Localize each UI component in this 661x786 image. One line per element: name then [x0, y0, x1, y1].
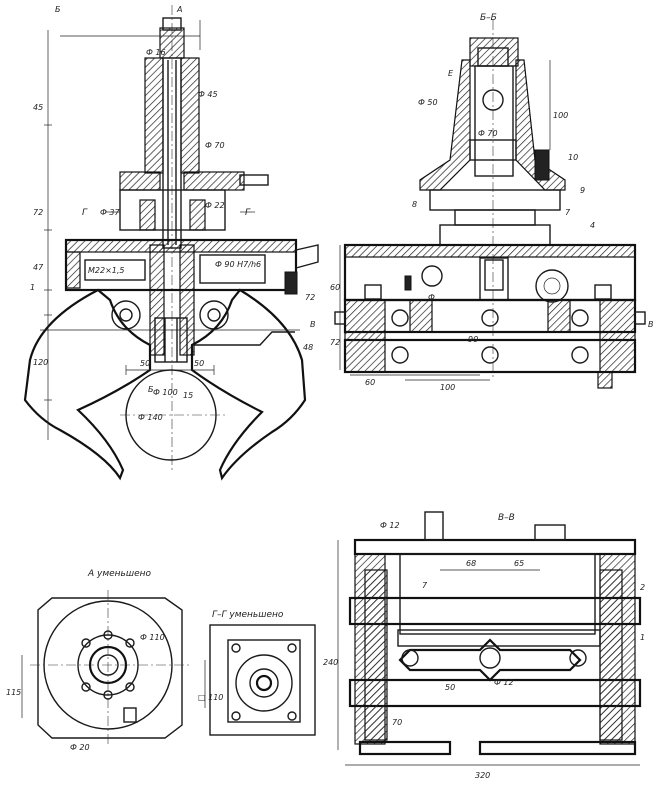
dim-phi-bb: Ф [428, 293, 435, 302]
dim-47: 47 [33, 263, 44, 272]
dim-phi45: Ф 45 [198, 90, 218, 99]
dim-65: 65 [514, 559, 524, 568]
dim-phi110-a: Ф 110 [140, 633, 165, 642]
dim-phi140: Ф 140 [138, 413, 163, 422]
dim-50-left: 50 [140, 359, 150, 368]
dim-320: 320 [475, 771, 490, 780]
part-4: 4 [590, 221, 595, 230]
dim-72-right: 72 [305, 293, 315, 302]
dim-60-bb-a: 60 [330, 283, 340, 292]
dim-phi100: Ф 100 [153, 388, 178, 397]
dim-phi16: Ф 16 [146, 48, 166, 57]
dim-48: 48 [303, 343, 313, 352]
dim-90-bb: 90 [468, 335, 478, 344]
dim-120: 120 [33, 358, 48, 367]
part-2-vv: 2 [640, 583, 645, 592]
dim-60-bb-b: 60 [365, 378, 375, 387]
mark-v-right: В [648, 320, 654, 329]
dim-phi37: Ф 37 [100, 208, 121, 217]
dim-50-vv: 50 [445, 683, 455, 692]
part-number-1: 1 [30, 283, 35, 292]
section-vv-view: В–В Ф 12 68 65 240 Ф 12 50 70 320 7 2 1 [323, 511, 645, 780]
dim-phi20-a: Ф 20 [70, 743, 90, 752]
view-gg-title: Г–Г уменьшено [212, 610, 284, 620]
dim-phi12-top: Ф 12 [380, 521, 400, 530]
dim-68: 68 [466, 559, 476, 568]
section-bb-title: Б–Б [480, 13, 497, 23]
label-e: Е [448, 69, 454, 78]
view-a-title: А уменьшено [87, 569, 152, 579]
dim-phi70-bb: Ф 70 [478, 129, 498, 138]
section-mark-g-right: Г [245, 208, 251, 218]
dim-115-a: 115 [6, 688, 21, 697]
dim-sq110: □ 110 [198, 693, 223, 702]
dim-m22: М22×1,5 [88, 266, 125, 275]
main-section-view: A Ф 16 Ф 45 Ф 70 Ф 37 Ф 22 Ф 90 Н7/h6 М2… [23, 5, 319, 481]
dim-phi70: Ф 70 [205, 141, 225, 150]
part-1-vv: 1 [640, 633, 645, 642]
part-8: 8 [412, 200, 417, 209]
dim-72-left: 72 [33, 208, 43, 217]
dim-100-bb: 100 [553, 111, 568, 120]
mark-b-left: Б [55, 5, 61, 14]
dim-phi12-mid: Ф 12 [494, 678, 514, 687]
part-10: 10 [568, 153, 578, 162]
part-7-bb: 7 [565, 208, 571, 217]
view-gg: Г–Г уменьшено □ 110 [198, 610, 316, 736]
dim-45: 45 [33, 103, 43, 112]
dim-240: 240 [323, 658, 338, 667]
label-a: A [176, 5, 182, 14]
dim-50-right: 50 [194, 359, 204, 368]
dim-72-bb: 72 [330, 338, 340, 347]
part-7-vv: 7 [422, 581, 428, 590]
dim-phi22: Ф 22 [205, 201, 225, 210]
dim-70-vv: 70 [392, 718, 402, 727]
section-bb-view: Б–Б Е Ф 50 Ф 70 100 60 60 100 72 90 Ф 10… [310, 13, 654, 392]
dim-100-bb-b: 100 [440, 383, 455, 392]
mark-v-left: В [310, 320, 316, 329]
section-mark-g-left: Г [82, 208, 88, 218]
part-9: 9 [580, 186, 585, 195]
dim-15: 15 [183, 391, 193, 400]
mark-b-arc: Б [148, 385, 154, 394]
section-vv-title: В–В [498, 513, 515, 523]
view-a: А уменьшено Ф 110 115 Ф 20 [6, 569, 190, 752]
dim-phi90: Ф 90 Н7/h6 [215, 260, 261, 269]
dim-phi50: Ф 50 [418, 98, 438, 107]
